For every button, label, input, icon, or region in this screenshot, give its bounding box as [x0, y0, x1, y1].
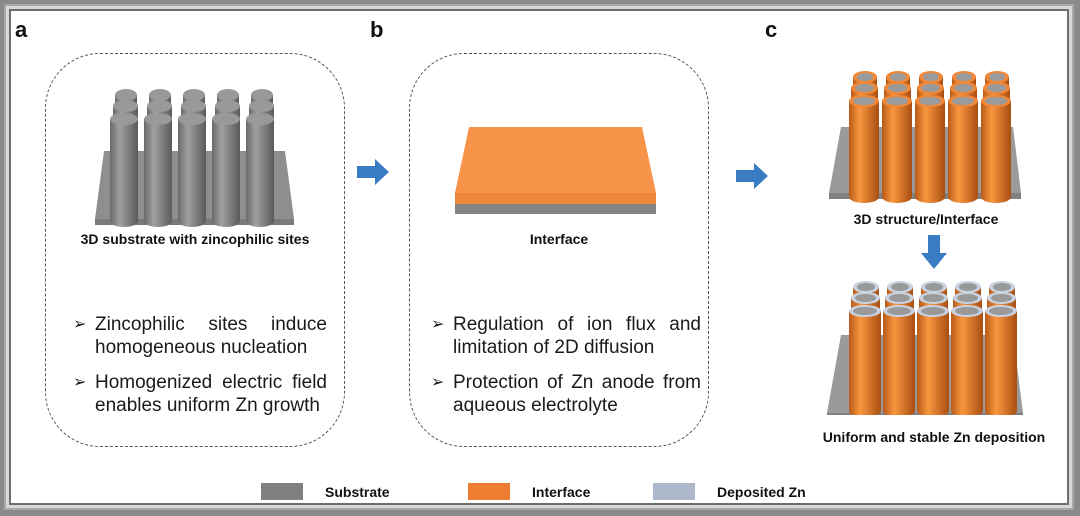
pillar [110, 113, 138, 227]
panel-b-caption: Interface [529, 231, 589, 247]
panel-c-caption-bottom: Uniform and stable Zn deposition [822, 429, 1046, 445]
panel-letter-c: c [765, 17, 778, 42]
gray-pillar-array-illustration [95, 89, 294, 227]
legend-item-interface: Interface [468, 483, 590, 500]
bullet-item: ➢Zincophilic sites induce homogeneous nu… [73, 314, 327, 358]
panel-b-box [409, 53, 709, 447]
arrowhead-bullet-icon: ➢ [73, 374, 87, 391]
legend-swatch [468, 483, 510, 500]
legend-label: Substrate [325, 483, 390, 500]
interface-layer-illustration [455, 127, 656, 214]
figure-frame: a 3D substrate with zincophilic sites ➢Z… [6, 6, 1072, 508]
arrowhead-bullet-icon: ➢ [73, 316, 87, 333]
legend-label: Deposited Zn [717, 483, 806, 500]
panel-letter-b: b [370, 17, 384, 42]
pillar [849, 95, 879, 203]
panel-a-bullets: ➢Zincophilic sites induce homogeneous nu… [73, 313, 327, 429]
legend-swatch [653, 483, 695, 500]
panel-a-box [45, 53, 345, 447]
right-arrow-icon [357, 159, 389, 185]
legend-item-deposited-zn: Deposited Zn [653, 483, 806, 500]
pillar [981, 95, 1011, 203]
arrowhead-bullet-icon: ➢ [431, 316, 445, 333]
arrowhead-bullet-icon: ➢ [431, 374, 445, 391]
deposited-pillar-array-illustration [827, 281, 1023, 415]
down-arrow-icon [921, 235, 947, 269]
bullet-item: ➢Protection of Zn anode from aqueous ele… [431, 372, 701, 416]
bullet-item: ➢Regulation of ion flux and limitation o… [431, 314, 701, 358]
pillar [917, 305, 949, 415]
pillar [951, 305, 983, 415]
interface-layer-side [455, 193, 656, 204]
bullet-item: ➢Homogenized electric field enables unif… [73, 372, 327, 416]
pillar [883, 305, 915, 415]
legend-item-substrate: Substrate [261, 483, 390, 500]
pillar [849, 305, 881, 415]
substrate-layer [455, 204, 656, 214]
pillar [882, 95, 912, 203]
pillar [246, 113, 274, 227]
orange-pillar-array-illustration [829, 71, 1021, 203]
pillar [985, 305, 1017, 415]
panel-a-caption: 3D substrate with zincophilic sites [80, 231, 310, 247]
pillar [178, 113, 206, 227]
panel-b-bullets: ➢Regulation of ion flux and limitation o… [431, 313, 701, 429]
pillar [144, 113, 172, 227]
interface-layer-top [455, 127, 656, 193]
panel-c-caption-top: 3D structure/Interface [853, 211, 999, 227]
pillar [915, 95, 945, 203]
right-arrow-icon [736, 163, 768, 189]
legend-label: Interface [532, 483, 591, 500]
panel-letter-a: a [15, 17, 28, 42]
pillar [948, 95, 978, 203]
legend-swatch [261, 483, 303, 500]
pillar [212, 113, 240, 227]
